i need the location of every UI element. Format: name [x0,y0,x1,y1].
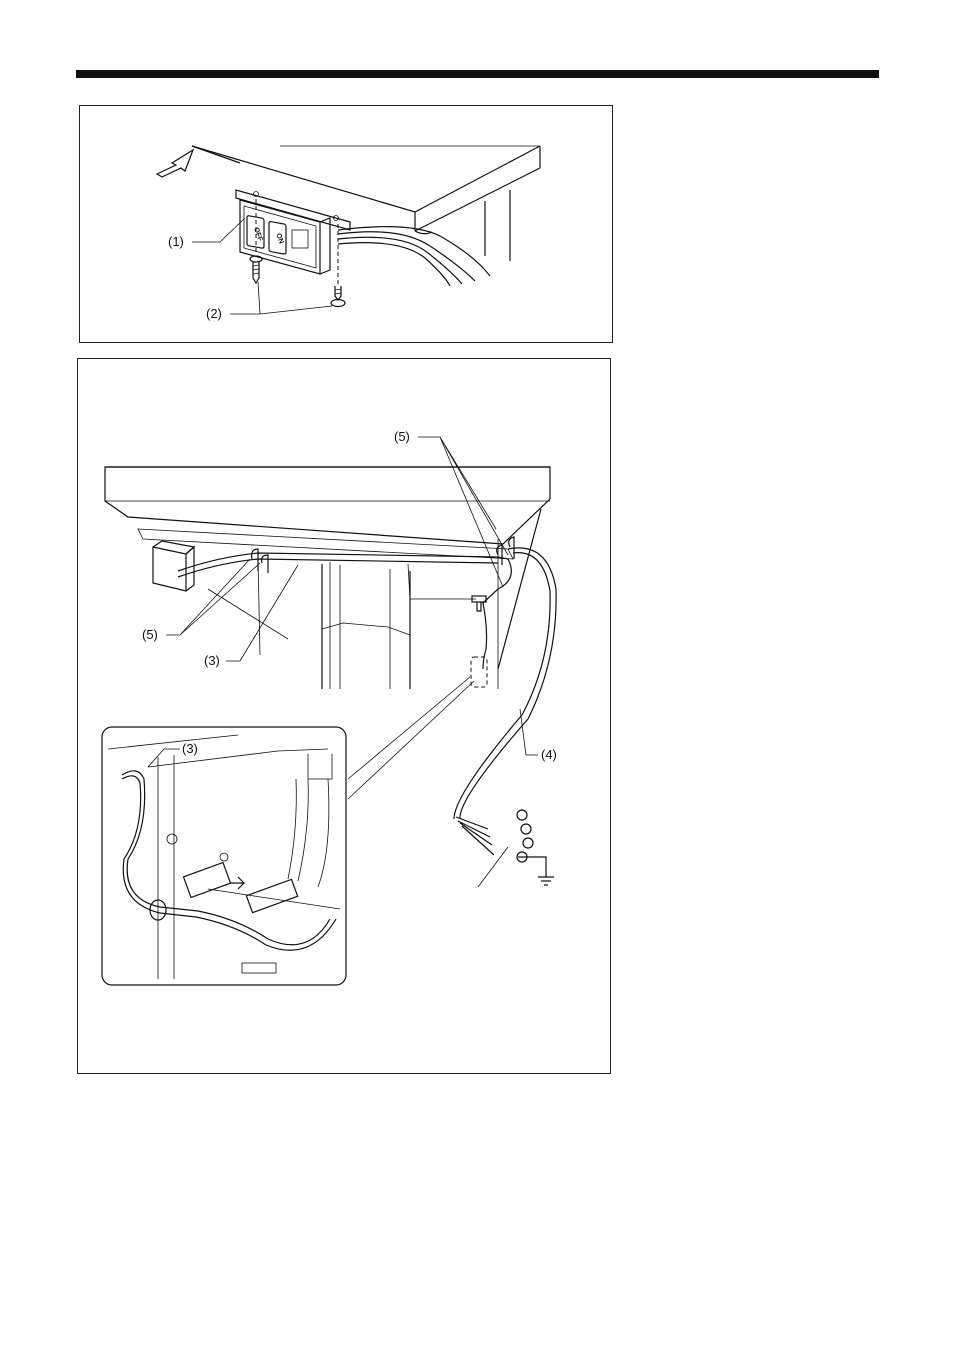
inset-callout-3: (3) [182,741,198,756]
figure-power-switch-mounting: OFF ON (1) (2) [79,105,613,343]
cord-4-power [454,548,556,855]
mounting-screw-left [250,199,262,283]
callout-4: (4) [541,747,557,762]
callout-5-top-leader [418,437,508,587]
on-switch-button: ON [269,221,286,254]
header-rule [76,70,879,78]
wire-terminals [478,810,554,887]
off-switch-label: OFF [252,227,264,243]
table-top-underside [105,467,550,559]
callout-5-top: (5) [394,429,410,444]
callout-5-left: (5) [142,627,158,642]
mounting-screw-right [331,224,345,307]
cord-3-routing [178,553,511,689]
figure-cord-routing: (5) (5) (3) (4) [77,358,611,1074]
callout-1: (1) [168,234,184,249]
callout-2-leader [230,282,332,314]
on-switch-label: ON [274,233,284,245]
power-switch-illustration: OFF ON (1) (2) [80,106,614,344]
callout-2: (2) [206,306,222,321]
callout-3-leader [226,565,298,661]
inset-connector-detail [102,727,346,985]
power-cables [338,227,490,286]
cord-routing-illustration: (5) (5) (3) (4) [78,359,612,1075]
direction-arrow-icon [157,150,193,177]
insert-arrow-icon [230,877,244,889]
callout-1-leader [192,218,245,242]
switch-indicator-window [292,230,308,248]
inset-callout-3-leader [148,749,180,767]
zoom-pointer [348,677,474,799]
callout-3: (3) [204,653,220,668]
table-leg [208,509,541,689]
switch-mounting-plate [236,190,350,230]
switch-box-under-table [153,541,194,591]
